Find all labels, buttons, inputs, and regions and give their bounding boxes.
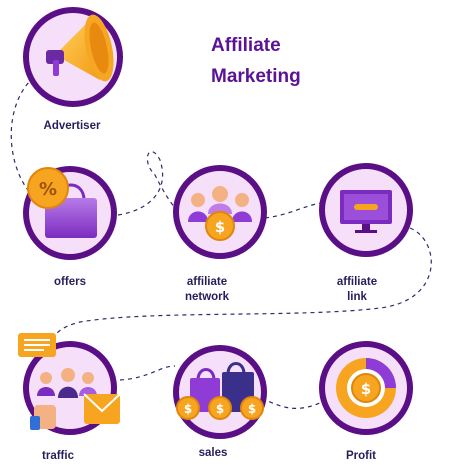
svg-text:$: $: [216, 402, 224, 416]
label-sales: sales: [198, 447, 228, 459]
connector-sales-profit: [261, 397, 323, 409]
connector-traffic-sales: [119, 365, 176, 381]
megaphone-icon: [46, 14, 114, 82]
label-affiliate-link-line1: affiliate: [336, 276, 378, 288]
svg-text:$: $: [215, 218, 225, 236]
label-affiliate-link: affiliate link: [302, 275, 412, 305]
label-affiliate-link-line2: link: [347, 291, 367, 303]
title-line-2: Marketing: [211, 66, 301, 87]
connector-offers-network: [117, 151, 181, 216]
traffic-node: [18, 333, 121, 435]
shopping-bag-percent-icon: %: [27, 167, 97, 238]
label-offers: offers: [54, 276, 86, 288]
offers-node: %: [23, 166, 117, 260]
svg-text:$: $: [361, 380, 371, 398]
connector-network-link: [264, 202, 323, 219]
label-advertiser: Advertiser: [43, 120, 101, 132]
advertiser-node: [23, 7, 123, 107]
label-affiliate-network: affiliate network: [152, 275, 262, 305]
crowd-traffic-icon: [18, 333, 121, 430]
page-title: Affiliate Marketing: [211, 30, 301, 92]
label-traffic: traffic: [42, 450, 74, 462]
pie-chart-coin-icon: $: [336, 358, 396, 418]
connector-advertiser-offers: [10, 71, 41, 199]
affiliate-link-node: [319, 163, 413, 257]
connector-lines: [10, 71, 432, 409]
svg-text:$: $: [248, 402, 256, 416]
bags-coins-icon: $ $ $: [176, 362, 264, 420]
label-profit: Profit: [345, 450, 377, 462]
monitor-link-icon: [340, 190, 392, 233]
label-affiliate-network-line2: network: [184, 291, 230, 303]
svg-text:%: %: [39, 179, 57, 200]
sales-node: $ $ $: [173, 345, 267, 439]
profit-node: $: [319, 341, 413, 435]
title-line-1: Affiliate: [211, 35, 281, 56]
people-network-coin-icon: $: [188, 186, 252, 241]
label-affiliate-network-line1: affiliate: [186, 276, 228, 288]
connector-link-traffic: [52, 227, 432, 346]
svg-text:$: $: [184, 402, 192, 416]
affiliate-network-node: $: [173, 165, 267, 259]
